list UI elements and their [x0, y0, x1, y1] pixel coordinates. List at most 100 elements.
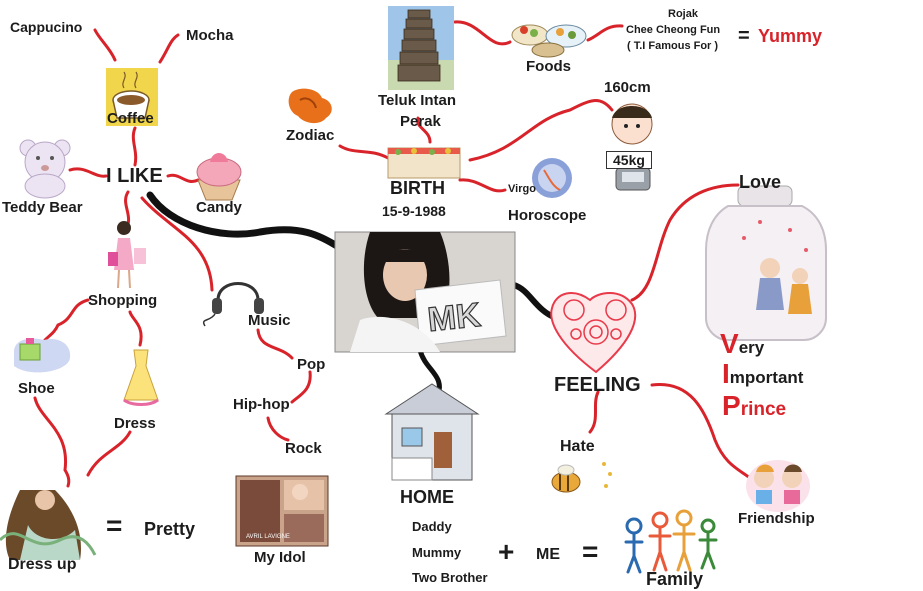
connector-shoe-dressup [33, 396, 71, 488]
label-my-idol: My Idol [254, 549, 306, 566]
house-icon [384, 383, 480, 481]
dress-up-lady-icon [0, 490, 97, 560]
connector-zodiac-birth [338, 144, 390, 160]
label-dress-up: Dress up [8, 556, 77, 573]
connector-pop-hiphop [290, 370, 312, 404]
connector-foods-rojak [586, 24, 624, 42]
label-rojak: Rojak [668, 8, 698, 20]
headphones-icon [203, 282, 264, 327]
family-icon [624, 509, 718, 574]
label-candy: Candy [196, 199, 242, 216]
label-birth: BIRTH [390, 178, 445, 198]
bee-icon [551, 462, 612, 493]
label-teluk-intan: Teluk Intan [378, 92, 457, 109]
connector-feeling-friendship [650, 382, 752, 480]
idol-poster-icon [235, 475, 329, 547]
label-pop: Pop [297, 356, 326, 373]
scale-girl-icon [611, 103, 653, 191]
vip-line-prince: Prince [722, 392, 786, 420]
birthday-cake-icon [387, 147, 461, 179]
label-love: Love [739, 172, 782, 192]
label-weight: 45kg [606, 151, 652, 169]
connector-candy [166, 173, 200, 183]
connector-hiphop-rock [266, 416, 290, 442]
friendship-icon [746, 460, 810, 512]
teddy-bear-icon [19, 139, 71, 199]
connector-shopping-dress [128, 310, 143, 347]
label-virgo: Virgo [508, 183, 536, 195]
label-daddy: Daddy [412, 519, 452, 534]
connector-coffee-ilike [131, 126, 138, 167]
label-dress: Dress [114, 415, 156, 432]
connector-birth-weight [468, 99, 614, 162]
label-shopping: Shopping [88, 292, 158, 309]
connector-ilike-music [140, 196, 214, 292]
label-yummy: Yummy [758, 26, 823, 46]
coffee-cup-icon [106, 68, 158, 126]
candy-cupcake-icon [196, 153, 242, 201]
feeling-heart-icon [550, 292, 637, 374]
label-zodiac: Zodiac [286, 127, 335, 144]
virgo-icon [532, 158, 572, 198]
connector-feeling-hate [588, 390, 600, 434]
connector-mocha [158, 33, 180, 64]
label-i-like: I LIKE [106, 165, 163, 187]
dress-icon [123, 349, 159, 406]
label-hip-hop: Hip-hop [233, 396, 290, 413]
label-coffee: Coffee [107, 110, 154, 127]
label-music: Music [248, 312, 291, 329]
vip-letter-p: P [722, 390, 741, 421]
vip-rest-important: mportant [729, 368, 804, 387]
vip-line-very: Very [720, 330, 764, 358]
vip-line-important: Important [722, 360, 803, 388]
dragon-zodiac-icon [288, 88, 332, 124]
label-shoe: Shoe [18, 380, 55, 397]
label-feeling: FEELING [554, 374, 641, 396]
trunk-ilike-photo [146, 191, 344, 252]
connector-music-pop [256, 328, 294, 360]
connector-teddy [68, 167, 108, 178]
connector-dress-dressup [86, 430, 132, 477]
label-home: HOME [400, 487, 454, 507]
connector-shopping-shoe [43, 298, 90, 342]
label-horoscope: Horoscope [508, 207, 587, 224]
connector-birth-virgo [458, 178, 507, 193]
label-mummy: Mummy [412, 545, 462, 560]
plus-sign: + [498, 536, 515, 567]
vip-letter-i: I [722, 358, 730, 389]
equals-sign-yummy: = [738, 25, 750, 47]
vip-rest-very: ery [738, 338, 765, 357]
sign-text: MK [426, 296, 483, 339]
label-ti-famous: ( T.I Famous For ) [627, 40, 719, 52]
vip-rest-prince: rince [740, 399, 787, 420]
connector-tower-foods [453, 20, 512, 46]
label-chee-cheong-fun: Chee Cheong Fun [626, 24, 721, 36]
label-family: Family [646, 569, 704, 589]
shoe-icon [14, 338, 71, 373]
equals-sign-family: = [582, 536, 599, 567]
trunk-photo-feeling [511, 282, 559, 321]
label-cappucino: Cappucino [10, 19, 83, 35]
label-mocha: Mocha [186, 27, 234, 44]
label-rock: Rock [285, 440, 322, 457]
foods-icon [511, 24, 587, 58]
idol-poster-text: AVRIL LAVIGNE [246, 534, 290, 540]
connector-feeling-love [630, 183, 740, 302]
label-height: 160cm [604, 79, 651, 96]
label-hate: Hate [560, 438, 595, 455]
label-pretty: Pretty [144, 519, 196, 539]
love-jar-icon [705, 185, 827, 341]
label-friendship: Friendship [738, 510, 815, 527]
leaning-tower-icon [388, 6, 454, 90]
label-two-brother: Two Brother [412, 570, 488, 585]
shopping-girl-icon [108, 221, 146, 289]
label-perak: Perak [400, 113, 441, 130]
label-teddy-bear: Teddy Bear [2, 199, 83, 216]
profile-photo [334, 231, 516, 353]
equals-sign-pretty: = [106, 510, 123, 541]
label-foods: Foods [526, 58, 571, 75]
vip-letter-v: V [720, 328, 739, 359]
label-birth-date: 15-9-1988 [382, 203, 446, 219]
connector-birth-telukintan [416, 116, 432, 144]
